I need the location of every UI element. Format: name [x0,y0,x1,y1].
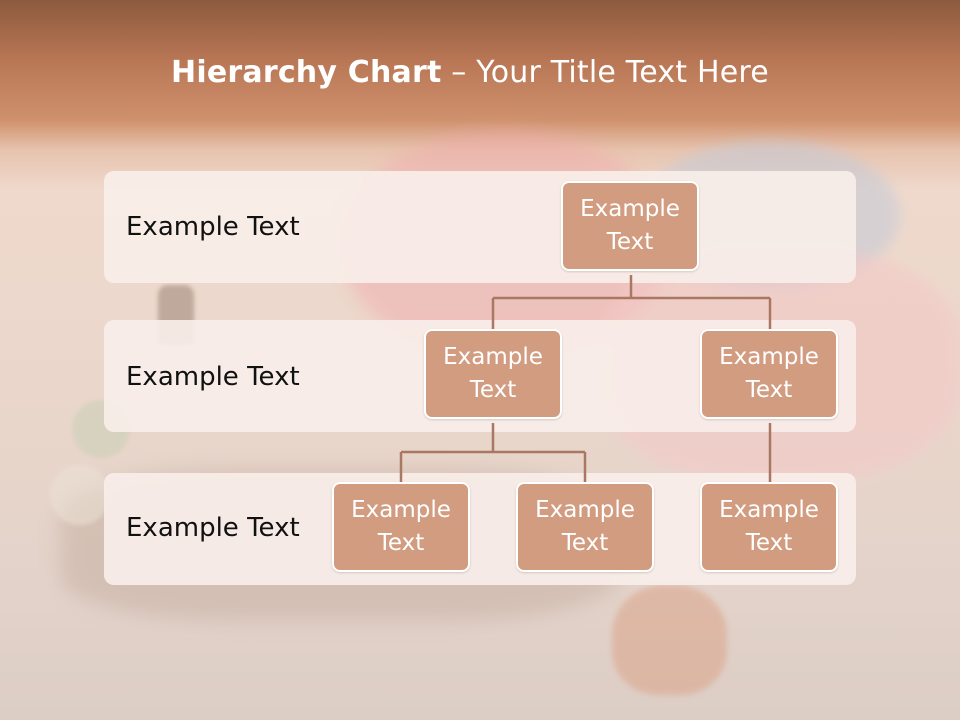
title-bold: Hierarchy Chart [171,55,442,90]
node-level3-a-line1: Example [351,497,451,523]
node-level3-b-line1: Example [535,497,635,523]
title-rest: – Your Title Text Here [441,55,769,90]
slide-title: Hierarchy Chart – Your Title Text Here [0,55,940,90]
node-level2-right-line2: Text [745,377,793,403]
level-label-2: Example Text [126,362,300,392]
level-label-1: Example Text [126,212,300,242]
node-root-line1: Example [580,196,680,222]
background-wicker-ball [50,465,110,525]
connector-root-to-level2 [491,275,772,329]
node-level2-left-line1: Example [443,344,543,370]
node-level3-a-line2: Text [377,530,425,556]
level-band-1 [104,171,856,283]
node-level2-right-line1: Example [719,344,819,370]
node-root-line2: Text [606,229,654,255]
background-candle [612,585,727,695]
node-level3-c-line1: Example [719,497,819,523]
node-level3-c-line2: Text [745,530,793,556]
node-level3-b-line2: Text [561,530,609,556]
node-level2-left-line2: Text [469,377,517,403]
connector-left-to-level3 [399,423,587,482]
level-label-3: Example Text [126,513,300,543]
